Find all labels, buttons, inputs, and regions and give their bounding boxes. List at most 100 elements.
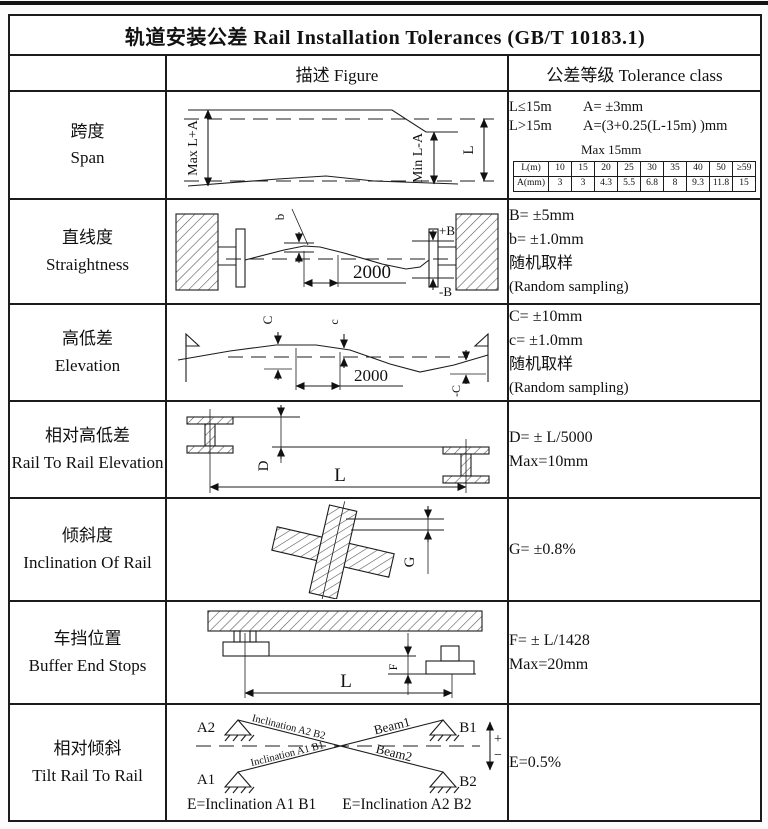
condition: L>15m [509, 118, 552, 135]
support-b2 [428, 770, 460, 793]
rail-to-rail-diagram: D L [186, 405, 490, 493]
wall-left [175, 213, 219, 291]
cell: 4.3 [594, 176, 618, 193]
row-inclination-label: 倾斜度 Inclination Of Rail [8, 497, 167, 602]
a1-label: A1 [197, 772, 215, 788]
mini-table-values-row: A(mm) 3 3 4.3 5.5 6.8 8 9.3 11.8 15 [513, 176, 756, 193]
buffer-left [222, 630, 270, 657]
tilt-caption: E=Inclination A1 B1 E=Inclination A2 B2 [168, 795, 506, 816]
figure-span: Max L+A Min L-A L [165, 90, 509, 200]
rail-edge-bottom [187, 175, 459, 187]
straightness-diagram: b 2000 +B -B [175, 208, 499, 299]
tilt-diagram: A2 B1 A1 B2 Inclination A2 B2 Beam1 Incl… [196, 713, 502, 793]
b1-label: B1 [459, 720, 477, 736]
cell: 15 [571, 161, 595, 178]
l-label: L [340, 671, 352, 692]
label-cn: 相对倾斜 [53, 739, 122, 759]
tolerance-line: C= ±10mm [509, 308, 583, 326]
value: A= ±3mm [583, 98, 644, 115]
header-empty-cell [8, 54, 167, 92]
tolerance-line: Max=10mm [509, 452, 589, 470]
cell: 25 [617, 161, 641, 178]
minus-label: − [494, 748, 502, 763]
cell: 3 [548, 176, 572, 193]
tolerance-line: b= ±1.0mm [509, 231, 584, 249]
row-span-label: 跨度 Span [8, 90, 167, 200]
row-rail-to-rail-label: 相对高低差 Rail To Rail Elevation [8, 400, 167, 499]
title-row: 轨道安装公差 Rail Installation Tolerances (GB/… [8, 14, 762, 56]
tolerance-line-cn: 随机取样 [509, 356, 574, 374]
tolerance-line: (Random sampling) [509, 380, 629, 397]
tolerance-inclination: G= ±0.8% [507, 497, 762, 602]
tolerance-line-cn: 随机取样 [509, 255, 574, 273]
tolerance-buffer: F= ± L/1428 Max=20mm [507, 600, 762, 705]
cell: 15 [732, 176, 756, 193]
cell: 30 [640, 161, 664, 178]
row-tilt-label: 相对倾斜 Tilt Rail To Rail [8, 703, 167, 822]
rail-edge-top [188, 109, 458, 133]
span-label: L [461, 145, 477, 154]
cell: 8 [663, 176, 687, 193]
inclination-a1b1-label: Inclination A1 B1 [250, 740, 326, 769]
header-figure: 描述 Figure [165, 54, 509, 92]
label-cn: 高低差 [62, 329, 113, 349]
row-straightness: 直线度 Straightness b 2000 [8, 198, 762, 305]
cell: L(m) [513, 161, 549, 178]
row-rail-to-rail-elevation: 相对高低差 Rail To Rail Elevation D [8, 400, 762, 499]
span-diagram: Max L+A Min L-A L [184, 109, 494, 187]
figure-straightness: b 2000 +B -B [165, 198, 509, 305]
tolerance-rail-to-rail: D= ± L/5000 Max=10mm [507, 400, 762, 499]
tolerance-line: c= ±1.0mm [509, 332, 583, 350]
caption-e1: E=Inclination A1 B1 [187, 795, 317, 813]
label-en: Straightness [45, 254, 130, 274]
tolerance-table: 轨道安装公差 Rail Installation Tolerances (GB/… [8, 14, 762, 822]
value: A=(3+0.25(L-15m) )mm [583, 118, 728, 135]
dim-2000-label: 2000 [354, 366, 388, 385]
figure-elevation: C c -C 2000 [165, 303, 509, 402]
l-label: L [334, 465, 346, 486]
tolerance-sheet: 轨道安装公差 Rail Installation Tolerances (GB/… [8, 14, 762, 822]
tolerance-line: F= ± L/1428 [509, 631, 590, 649]
row-buffer-end-stops: 车挡位置 Buffer End Stops F L [8, 600, 762, 705]
label-cn: 倾斜度 [62, 526, 113, 546]
label-cn: 相对高低差 [45, 426, 130, 446]
rail-left [235, 228, 246, 288]
cell: 3 [571, 176, 595, 193]
beam-a1-b1 [237, 718, 444, 773]
tolerance-line: (Random sampling) [509, 279, 629, 296]
buffer-right [425, 645, 475, 675]
tolerance-line: E=0.5% [509, 753, 562, 771]
dim-2000-label: 2000 [353, 262, 391, 283]
cell: A(mm) [513, 176, 549, 193]
row-buffer-label: 车挡位置 Buffer End Stops [8, 600, 167, 705]
row-straightness-label: 直线度 Straightness [8, 198, 167, 305]
beam2-label: Beam2 [374, 740, 413, 763]
support-a1 [223, 770, 255, 793]
d-label: D [256, 460, 272, 471]
elevation-diagram: C c -C 2000 [177, 316, 489, 397]
beam1-label: Beam1 [372, 713, 411, 736]
page-top-rule [0, 1, 768, 5]
buffer-diagram: F L [207, 610, 483, 698]
b2-label: B2 [459, 774, 477, 790]
c-big-label: C [260, 316, 275, 325]
cell: ≥59 [732, 161, 756, 178]
label-cn: 直线度 [62, 228, 113, 248]
header-row: 描述 Figure 公差等级 Tolerance class [8, 54, 762, 92]
tolerance-straightness: B= ±5mm b= ±1.0mm 随机取样 (Random sampling) [507, 198, 762, 305]
label-en: Buffer End Stops [28, 655, 147, 675]
min-span-label: Min L-A [411, 132, 426, 183]
cell: 11.8 [709, 176, 733, 193]
cell: 35 [663, 161, 687, 178]
figure-inclination: G [165, 497, 509, 602]
header-tolerance-class: 公差等级 Tolerance class [507, 54, 762, 92]
tolerance-tilt: E=0.5% [507, 703, 762, 822]
c-small-label: c [327, 319, 341, 324]
a2-label: A2 [197, 720, 215, 736]
tolerance-line: L≤15m A= ±3mm [510, 98, 759, 118]
g-label: G [402, 556, 418, 567]
mini-table-header-row: L(m) 10 15 20 25 30 35 40 50 ≥59 [513, 161, 756, 178]
rail-section-left [186, 409, 234, 493]
row-elevation-label: 高低差 Elevation [8, 303, 167, 402]
page-title: 轨道安装公差 Rail Installation Tolerances (GB/… [8, 14, 762, 56]
